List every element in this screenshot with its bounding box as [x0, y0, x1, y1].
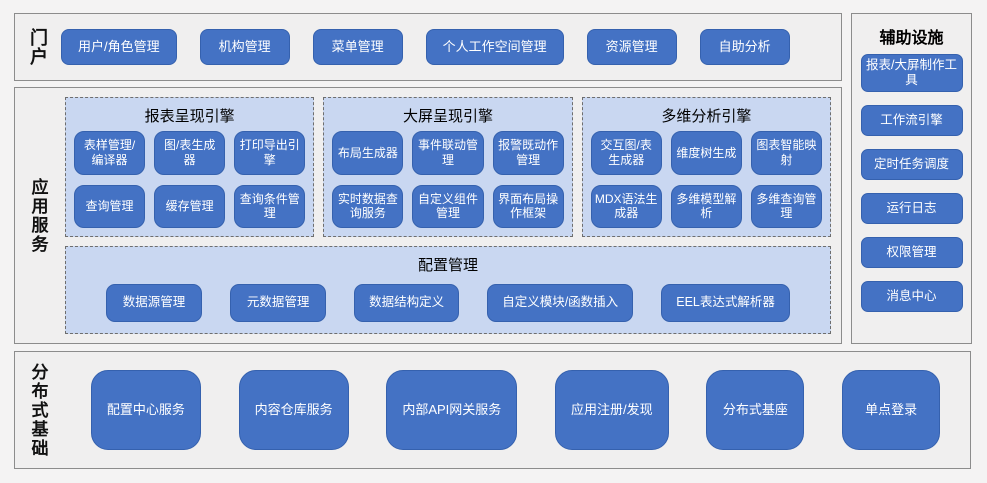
diagram-node-org-mgmt: 机构管理	[199, 29, 290, 65]
distributed-section: 分布式基础 配置中心服务 内容仓库服务 内部API网关服务 应用注册/发现 分布…	[14, 351, 971, 469]
app-services-content: 报表呈现引擎 表样管理/编译器 图/表生成器 打印导出引擎 查询管理 缓存管理 …	[61, 88, 841, 343]
diagram-node-workflow-engine: 工作流引擎	[860, 105, 963, 136]
portal-section-label: 门户	[28, 28, 48, 66]
diagram-node-permission-mgmt: 权限管理	[860, 237, 963, 268]
report-engine-panel: 报表呈现引擎 表样管理/编译器 图/表生成器 打印导出引擎 查询管理 缓存管理 …	[65, 97, 315, 237]
auxiliary-section: 辅助设施 报表/大屏制作工具 工作流引擎 定时任务调度 运行日志 权限管理 消息…	[851, 13, 972, 344]
dashboard-engine-title: 大屏呈现引擎	[402, 108, 493, 125]
diagram-node-custom-component-mgmt: 自定义组件管理	[412, 184, 484, 228]
diagram-node-single-sign-on: 单点登录	[842, 370, 941, 450]
diagram-node-workspace-mgmt: 个人工作空间管理	[425, 29, 564, 65]
dashboard-engine-grid: 布局生成器 事件联动管理 报警既动作管理 实时数据查询服务 自定义组件管理 界面…	[332, 131, 564, 228]
diagram-node-multidim-query-mgmt: 多维查询管理	[750, 184, 822, 228]
diagram-node-event-linkage-mgmt: 事件联动管理	[412, 131, 484, 175]
diagram-node-interactive-chart-generator: 交互图/表生成器	[590, 131, 662, 175]
diagram-node-distributed-base: 分布式基座	[706, 370, 805, 450]
diagram-node-content-repo-service: 内容仓库服务	[238, 370, 349, 450]
diagram-node-dimension-tree: 维度树生成	[670, 131, 742, 175]
diagram-node-realtime-data-query: 实时数据查询服务	[332, 184, 404, 228]
diagram-node-mdx-syntax-generator: MDX语法生成器	[590, 184, 662, 228]
diagram-node-self-analysis: 自助分析	[699, 29, 790, 65]
diagram-node-report-dashboard-tool: 报表/大屏制作工具	[860, 54, 963, 92]
diagram-node-data-structure-def: 数据结构定义	[354, 283, 460, 322]
diagram-node-datasource-mgmt: 数据源管理	[106, 283, 203, 322]
report-engine-title: 报表呈现引擎	[144, 108, 235, 125]
diagram-node-cache-mgmt: 缓存管理	[154, 184, 226, 228]
app-services-section: 应用服务 报表呈现引擎 表样管理/编译器 图/表生成器 打印导出引擎 查询管理 …	[14, 87, 842, 344]
diagram-node-internal-api-gateway: 内部API网关服务	[386, 370, 518, 450]
config-mgmt-row: 数据源管理 元数据管理 数据结构定义 自定义模块/函数插入 EEL表达式解析器	[74, 280, 822, 325]
diagram-node-menu-mgmt: 菜单管理	[312, 29, 403, 65]
diagram-node-eel-expression-parser: EEL表达式解析器	[661, 283, 790, 322]
olap-engine-title: 多维分析引擎	[661, 108, 752, 125]
portal-node-row: 用户/角色管理 机构管理 菜单管理 个人工作空间管理 资源管理 自助分析	[61, 29, 841, 65]
diagram-node-chart-generator: 图/表生成器	[154, 131, 226, 175]
distributed-section-label: 分布式基础	[28, 362, 48, 458]
dashboard-engine-panel: 大屏呈现引擎 布局生成器 事件联动管理 报警既动作管理 实时数据查询服务 自定义…	[323, 97, 573, 237]
diagram-node-template-compiler: 表样管理/编译器	[74, 131, 146, 175]
diagram-node-metadata-mgmt: 元数据管理	[230, 283, 327, 322]
diagram-node-print-export-engine: 打印导出引擎	[234, 131, 306, 175]
diagram-node-query-condition-mgmt: 查询条件管理	[234, 184, 306, 228]
diagram-node-chart-smart-mapping: 图表智能映射	[750, 131, 822, 175]
olap-engine-panel: 多维分析引擎 交互图/表生成器 维度树生成 图表智能映射 MDX语法生成器 多维…	[581, 97, 831, 237]
olap-engine-grid: 交互图/表生成器 维度树生成 图表智能映射 MDX语法生成器 多维模型解析 多维…	[590, 131, 822, 228]
diagram-node-alarm-action-mgmt: 报警既动作管理	[492, 131, 564, 175]
diagram-node-app-register-discovery: 应用注册/发现	[555, 370, 669, 450]
diagram-node-multidim-model-parse: 多维模型解析	[670, 184, 742, 228]
diagram-node-query-mgmt: 查询管理	[74, 184, 146, 228]
engine-panels-row: 报表呈现引擎 表样管理/编译器 图/表生成器 打印导出引擎 查询管理 缓存管理 …	[65, 97, 831, 237]
diagram-node-config-center-service: 配置中心服务	[90, 370, 201, 450]
distributed-node-row: 配置中心服务 内容仓库服务 内部API网关服务 应用注册/发现 分布式基座 单点…	[61, 370, 970, 450]
config-mgmt-title: 配置管理	[417, 257, 478, 274]
auxiliary-section-title: 辅助设施	[879, 30, 944, 47]
diagram-node-custom-module-function: 自定义模块/函数插入	[487, 283, 634, 322]
diagram-node-layout-generator: 布局生成器	[332, 131, 404, 175]
auxiliary-node-column: 报表/大屏制作工具 工作流引擎 定时任务调度 运行日志 权限管理 消息中心	[852, 54, 971, 312]
diagram-node-message-center: 消息中心	[860, 281, 963, 312]
diagram-node-run-logs: 运行日志	[860, 193, 963, 224]
config-mgmt-panel: 配置管理 数据源管理 元数据管理 数据结构定义 自定义模块/函数插入 EEL表达…	[65, 246, 831, 334]
app-services-section-label: 应用服务	[28, 177, 48, 254]
diagram-node-user-role-mgmt: 用户/角色管理	[61, 29, 177, 65]
portal-section: 门户 用户/角色管理 机构管理 菜单管理 个人工作空间管理 资源管理 自助分析	[14, 13, 842, 81]
diagram-node-resource-mgmt: 资源管理	[586, 29, 677, 65]
report-engine-grid: 表样管理/编译器 图/表生成器 打印导出引擎 查询管理 缓存管理 查询条件管理	[74, 131, 306, 228]
diagram-node-ui-layout-framework: 界面布局操作框架	[492, 184, 564, 228]
diagram-node-scheduled-tasks: 定时任务调度	[860, 149, 963, 180]
